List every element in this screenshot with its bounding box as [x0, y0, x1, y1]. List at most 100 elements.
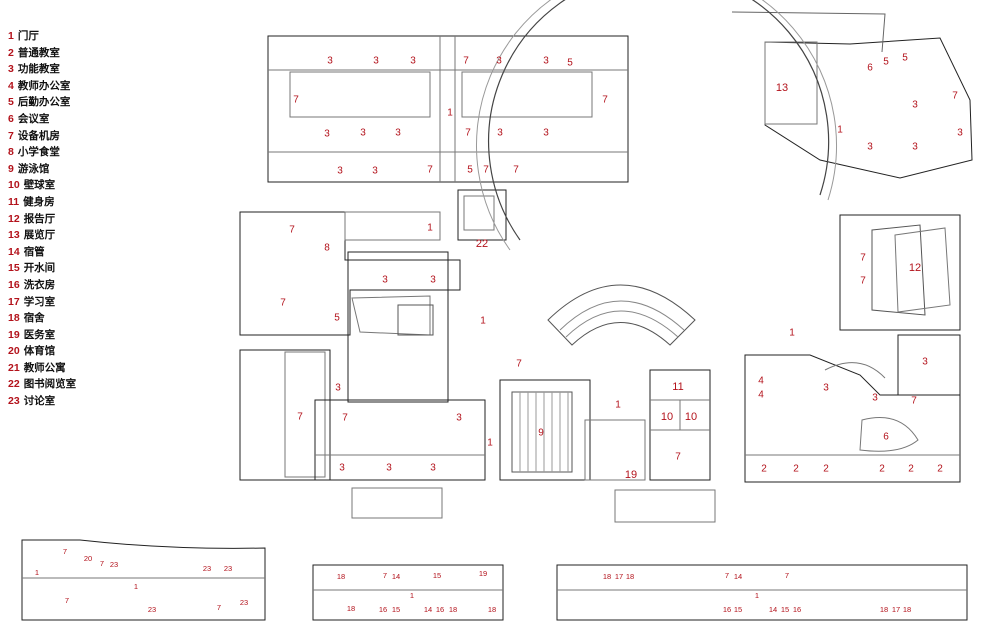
- room-label: 7: [952, 91, 958, 102]
- legend-number: 2: [8, 46, 14, 59]
- room-label: 7: [860, 276, 866, 287]
- gym-block: [649, 369, 711, 481]
- room-label: 18: [488, 605, 496, 614]
- room-label: 5: [902, 53, 908, 64]
- room-label: 18: [347, 604, 355, 613]
- northeast-wing: [764, 37, 973, 179]
- room-label: 23: [240, 598, 248, 607]
- room-label: 15: [734, 605, 742, 614]
- legend-room-name: 会议室: [17, 112, 50, 125]
- legend-number: 8: [8, 146, 14, 159]
- room-label: 3: [496, 56, 502, 67]
- room-label: 16: [379, 605, 387, 614]
- legend-room-name: 后勤办公室: [17, 96, 71, 109]
- legend-number: 1: [8, 30, 14, 42]
- room-label: 3: [360, 128, 366, 139]
- room-label: 2: [761, 464, 767, 475]
- legend-room-name: 门厅: [17, 30, 39, 42]
- pool-hall: [499, 379, 591, 481]
- legend-number: 18: [8, 312, 20, 325]
- room-label: 23: [110, 560, 118, 569]
- room-label: 18: [603, 572, 611, 581]
- room-label: 22: [476, 238, 488, 250]
- legend-room-name: 体育馆: [23, 345, 56, 358]
- room-label: 10: [685, 411, 697, 423]
- room-label: 7: [297, 412, 303, 423]
- room-label: 2: [823, 464, 829, 475]
- north-classroom-block: [267, 35, 629, 183]
- room-label: 4: [758, 376, 764, 387]
- room-label: 11: [672, 381, 683, 393]
- room-label: 7: [63, 547, 67, 556]
- legend-room-name: 小学食堂: [17, 146, 60, 159]
- legend-room-name: 开水间: [23, 262, 56, 275]
- room-label: 3: [327, 56, 333, 67]
- legend-number: 11: [8, 195, 20, 208]
- legend-number: 13: [8, 229, 20, 242]
- room-label: 1: [615, 400, 621, 411]
- exhibition-hall: [764, 41, 818, 125]
- room-label: 12: [909, 262, 921, 274]
- room-label: 3: [543, 128, 549, 139]
- room-label: 15: [433, 571, 441, 580]
- room-label: 7: [725, 571, 729, 580]
- room-label: 5: [467, 165, 473, 176]
- room-label: 3: [497, 128, 503, 139]
- room-label: 7: [293, 95, 299, 106]
- legend-number: 22: [8, 378, 20, 391]
- room-label: 7: [383, 571, 387, 580]
- room-label: 3: [373, 56, 379, 67]
- room-label: 5: [883, 57, 889, 68]
- room-label: 1: [35, 568, 39, 577]
- legend-number: 23: [8, 395, 20, 408]
- legend-number: 3: [8, 63, 14, 76]
- room-label: 13: [776, 82, 788, 94]
- legend-number: 5: [8, 96, 14, 109]
- room-label: 3: [410, 56, 416, 67]
- room-label: 7: [65, 596, 69, 605]
- room-label: 3: [456, 413, 462, 424]
- legend-room-name: 报告厅: [23, 212, 56, 225]
- room-label: 3: [922, 357, 928, 368]
- room-label: 7: [785, 571, 789, 580]
- room-label: 3: [872, 393, 878, 404]
- legend-number: 19: [8, 328, 20, 341]
- legend-number: 15: [8, 262, 20, 275]
- room-label: 14: [734, 572, 742, 581]
- room-label: 17: [615, 572, 623, 581]
- central-hall-block: [347, 251, 449, 403]
- room-label: 7: [911, 396, 917, 407]
- room-label: 3: [543, 56, 549, 67]
- southwest-block: [239, 349, 331, 481]
- room-label: 3: [912, 100, 918, 111]
- room-label: 2: [879, 464, 885, 475]
- legend-room-name: 学习室: [23, 295, 56, 308]
- room-label: 2: [908, 464, 914, 475]
- room-label: 3: [372, 166, 378, 177]
- room-label: 1: [837, 125, 843, 136]
- room-label: 18: [880, 605, 888, 614]
- east-function-block: [897, 334, 961, 396]
- room-label: 3: [382, 275, 388, 286]
- room-label: 1: [427, 223, 433, 234]
- room-label: 3: [335, 383, 341, 394]
- room-label: 7: [280, 298, 286, 309]
- room-label: 10: [661, 411, 673, 423]
- legend-room-name: 图书阅览室: [23, 378, 77, 391]
